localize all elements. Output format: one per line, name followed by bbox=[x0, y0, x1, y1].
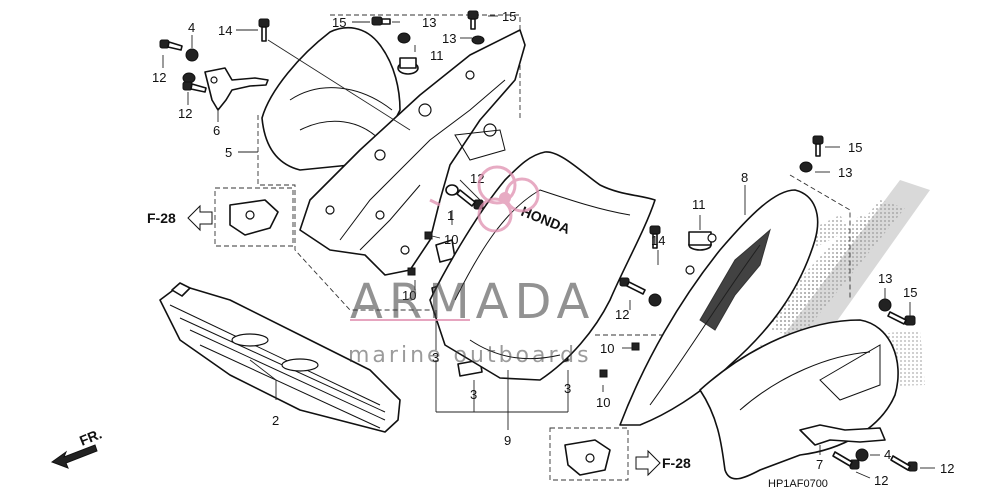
callout-3: 3 bbox=[432, 350, 439, 365]
callout-5: 5 bbox=[225, 145, 232, 160]
hardware-fasteners bbox=[159, 10, 918, 472]
callout-12: 12 bbox=[178, 106, 192, 121]
callout-1: 1 bbox=[447, 208, 454, 223]
ref-label-f28-right: F-28 bbox=[662, 455, 691, 471]
callout-14: 14 bbox=[651, 233, 665, 248]
callout-10: 10 bbox=[444, 232, 458, 247]
callout-13: 13 bbox=[442, 31, 456, 46]
watermark-logo-icon bbox=[429, 165, 540, 233]
callout-10: 10 bbox=[402, 288, 416, 303]
watermark-title: ARMADA bbox=[350, 274, 595, 330]
f28-reference-right bbox=[549, 427, 661, 481]
callout-4: 4 bbox=[188, 20, 195, 35]
inner-frame-bracket bbox=[299, 29, 526, 276]
f28-reference-left bbox=[187, 187, 294, 247]
callout-12: 12 bbox=[874, 473, 888, 488]
callout-4: 4 bbox=[884, 447, 891, 462]
callout-13: 13 bbox=[422, 15, 436, 30]
callout-15: 15 bbox=[848, 140, 862, 155]
callout-3: 3 bbox=[470, 387, 477, 402]
callout-2: 2 bbox=[272, 413, 279, 428]
fender-lower-part-7 bbox=[699, 319, 899, 480]
callout-labels: 14 15 13 15 4 12 13 11 12 6 5 12 1 10 10… bbox=[152, 9, 954, 488]
front-direction-arrow bbox=[50, 444, 98, 469]
watermark-subtitle: marine outboards bbox=[348, 343, 592, 368]
callout-15: 15 bbox=[332, 15, 346, 30]
callout-12: 12 bbox=[152, 70, 166, 85]
front-cowl-part-1: HONDA bbox=[429, 151, 656, 381]
front-label: FR. bbox=[77, 425, 104, 448]
grille-part-2 bbox=[159, 282, 401, 433]
callout-8: 8 bbox=[741, 170, 748, 185]
callout-15: 15 bbox=[502, 9, 516, 24]
callout-12: 12 bbox=[615, 307, 629, 322]
callout-11: 11 bbox=[430, 48, 444, 63]
callout-9: 9 bbox=[504, 433, 511, 448]
callout-10: 10 bbox=[600, 341, 614, 356]
grommet-part-11 bbox=[397, 57, 712, 251]
watermark: ARMADA marine outboards bbox=[348, 165, 595, 368]
callout-10: 10 bbox=[596, 395, 610, 410]
callout-15: 15 bbox=[903, 285, 917, 300]
ref-label-f28-left: F-28 bbox=[147, 210, 176, 226]
callout-12: 12 bbox=[940, 461, 954, 476]
leader-lines bbox=[162, 15, 935, 479]
callout-7: 7 bbox=[816, 457, 823, 472]
diagram-code: HP1AF0700 bbox=[768, 478, 828, 490]
callout-6: 6 bbox=[213, 123, 220, 138]
callout-13: 13 bbox=[878, 271, 892, 286]
windscreen-part-5 bbox=[261, 26, 401, 171]
callout-14: 14 bbox=[218, 23, 232, 38]
callout-3: 3 bbox=[564, 381, 571, 396]
bracket-part-6 bbox=[204, 67, 269, 111]
callout-13: 13 bbox=[838, 165, 852, 180]
callout-11: 11 bbox=[692, 197, 706, 212]
